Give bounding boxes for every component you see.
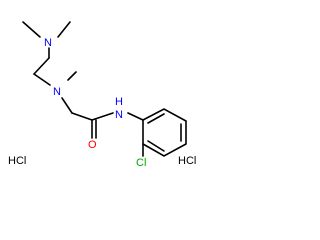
bond-methyl-left xyxy=(22,21,41,38)
atom-nh-n: N xyxy=(115,109,123,121)
salt-labels: HCl HCl xyxy=(8,155,196,167)
bond-ch2-ch2 xyxy=(33,57,50,75)
bond-c-nh xyxy=(91,112,114,121)
atom-n-methyl: N xyxy=(53,86,61,98)
atom-nh-h: H xyxy=(115,96,123,108)
atom-labels: N N H N O Cl xyxy=(44,37,146,169)
ring-double-1 xyxy=(147,113,165,124)
bond-ch2-nmethyl xyxy=(33,73,51,86)
bonds xyxy=(22,21,187,157)
bond-methyl-right xyxy=(57,21,71,38)
benzene-ring xyxy=(142,108,187,157)
bond-n-ch2-b xyxy=(61,97,73,114)
bond-nh-ring xyxy=(127,112,144,121)
bond-n-methyl xyxy=(67,71,77,81)
atom-oxygen: O xyxy=(88,139,97,151)
salt-hcl-right: HCl xyxy=(178,155,196,167)
ring-double-3 xyxy=(147,140,165,152)
salt-hcl-left: HCl xyxy=(8,155,26,167)
atom-chlorine: Cl xyxy=(136,157,146,169)
atom-n-dimethyl: N xyxy=(44,37,52,49)
bond-ch2-carbonyl xyxy=(71,112,93,121)
molecule-structure: N N H N O Cl HCl HCl xyxy=(8,21,196,169)
